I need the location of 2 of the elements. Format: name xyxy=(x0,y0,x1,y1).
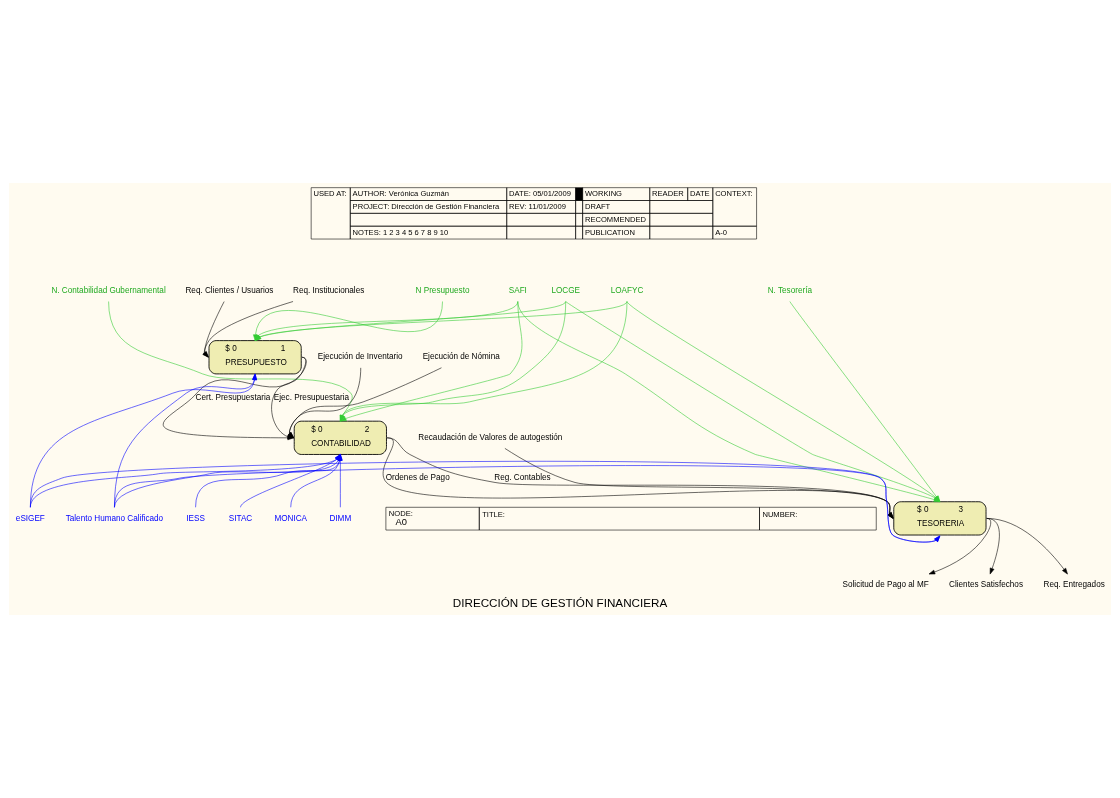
label: A0 xyxy=(395,516,407,527)
diagram-title: DIRECCIÓN DE GESTIÓN FINANCIERA xyxy=(452,595,668,609)
